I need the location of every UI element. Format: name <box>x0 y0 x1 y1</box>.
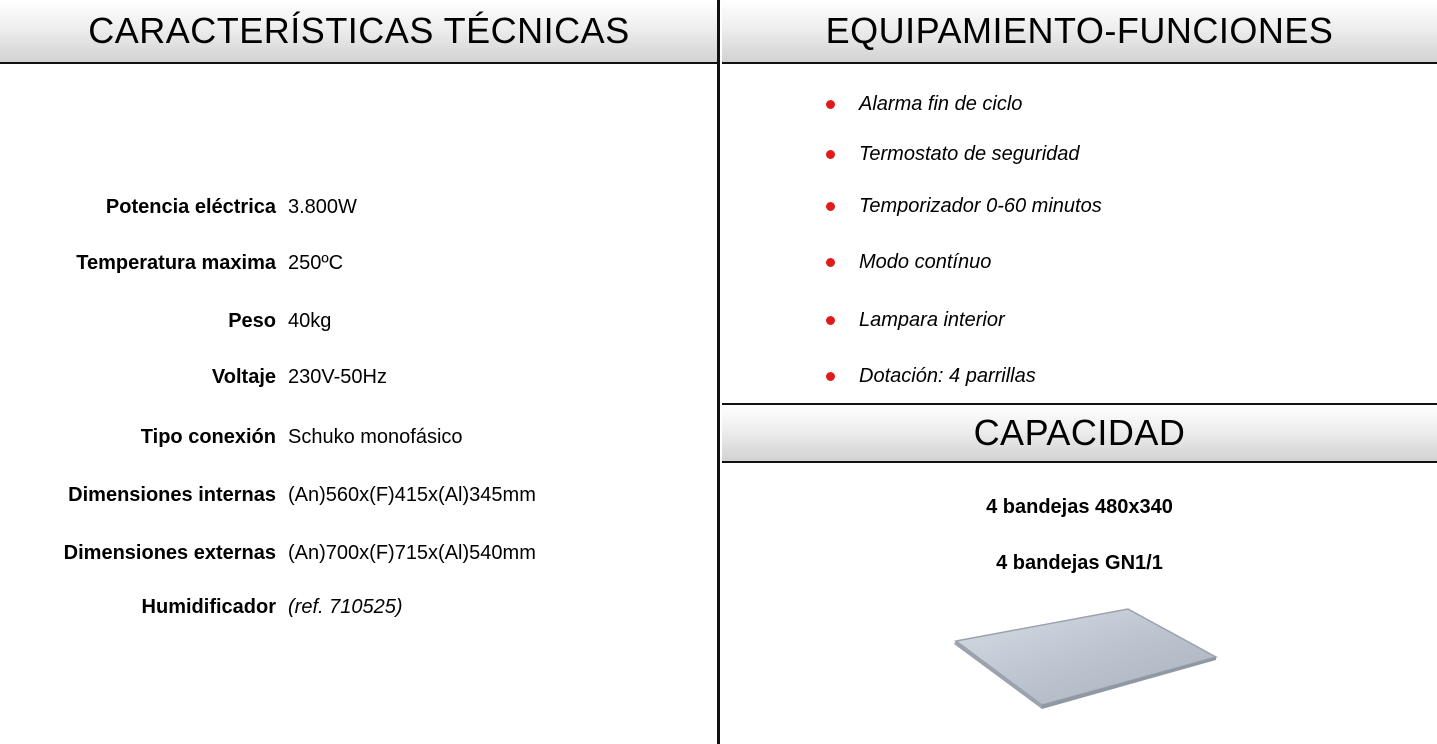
feature-item: Termostato de seguridad <box>826 138 1080 170</box>
feature-item: Temporizador 0-60 minutos <box>826 190 1102 222</box>
feature-item: Alarma fin de ciclo <box>826 88 1022 120</box>
spec-value: 40kg <box>288 309 332 332</box>
feature-item: Modo contínuo <box>826 246 991 278</box>
feature-label: Modo contínuo <box>859 250 992 273</box>
spec-value: 230V-50Hz <box>288 365 387 388</box>
feature-label: Termostato de seguridad <box>859 142 1080 165</box>
spec-value: 250ºC <box>288 251 344 274</box>
feature-label: Alarma fin de ciclo <box>859 92 1023 115</box>
spec-value: Schuko monofásico <box>288 425 463 448</box>
bullet-icon <box>826 371 835 381</box>
column-divider <box>717 0 720 744</box>
spec-label: Temperatura maxima <box>76 251 276 274</box>
spec-label: Voltaje <box>211 365 276 388</box>
spec-value: (An)700x(F)715x(Al)540mm <box>288 541 536 564</box>
spec-value: (ref. 710525) <box>288 595 403 618</box>
spec-row-max-temperature: Temperatura maxima 250ºC <box>0 246 718 280</box>
feature-label: Lampara interior <box>859 308 1005 331</box>
spec-value: (An)560x(F)415x(Al)345mm <box>288 483 536 506</box>
spec-label: Peso <box>228 309 276 332</box>
baking-tray-image <box>954 608 1218 709</box>
bullet-icon <box>826 149 835 159</box>
features-header: EQUIPAMIENTO-FUNCIONES <box>722 0 1437 64</box>
feature-label: Dotación: 4 parrillas <box>859 364 1036 387</box>
feature-item: Lampara interior <box>826 304 1005 336</box>
spec-row-humidifier: Humidificador (ref. 710525) <box>0 590 718 624</box>
spec-label: Tipo conexión <box>140 425 276 448</box>
capacity-header: CAPACIDAD <box>722 403 1437 463</box>
features-title: EQUIPAMIENTO-FUNCIONES <box>825 10 1334 51</box>
spec-label: Dimensiones internas <box>68 483 276 506</box>
spec-label: Humidificador <box>141 595 276 618</box>
spec-row-voltage: Voltaje 230V-50Hz <box>0 360 718 394</box>
capacity-title: CAPACIDAD <box>973 412 1186 453</box>
specs-header: CARACTERÍSTICAS TÉCNICAS <box>0 0 718 64</box>
bullet-icon <box>826 315 835 325</box>
bullet-icon <box>826 257 835 267</box>
spec-row-power: Potencia eléctrica 3.800W <box>0 190 718 224</box>
feature-item: Dotación: 4 parrillas <box>826 360 1036 392</box>
spec-row-connection-type: Tipo conexión Schuko monofásico <box>0 420 718 454</box>
specs-title: CARACTERÍSTICAS TÉCNICAS <box>88 10 630 51</box>
spec-row-weight: Peso 40kg <box>0 304 718 338</box>
feature-label: Temporizador 0-60 minutos <box>859 194 1102 217</box>
bullet-icon <box>826 201 835 211</box>
capacity-line-1: 4 bandejas 480x340 <box>986 496 1173 518</box>
spec-label: Potencia eléctrica <box>105 195 276 218</box>
capacity-line-2: 4 bandejas GN1/1 <box>996 552 1163 574</box>
bullet-icon <box>826 99 835 109</box>
spec-label: Dimensiones externas <box>63 541 276 564</box>
spec-value: 3.800W <box>288 195 357 218</box>
spec-row-external-dimensions: Dimensiones externas (An)700x(F)715x(Al)… <box>0 536 718 570</box>
spec-row-internal-dimensions: Dimensiones internas (An)560x(F)415x(Al)… <box>0 478 718 512</box>
